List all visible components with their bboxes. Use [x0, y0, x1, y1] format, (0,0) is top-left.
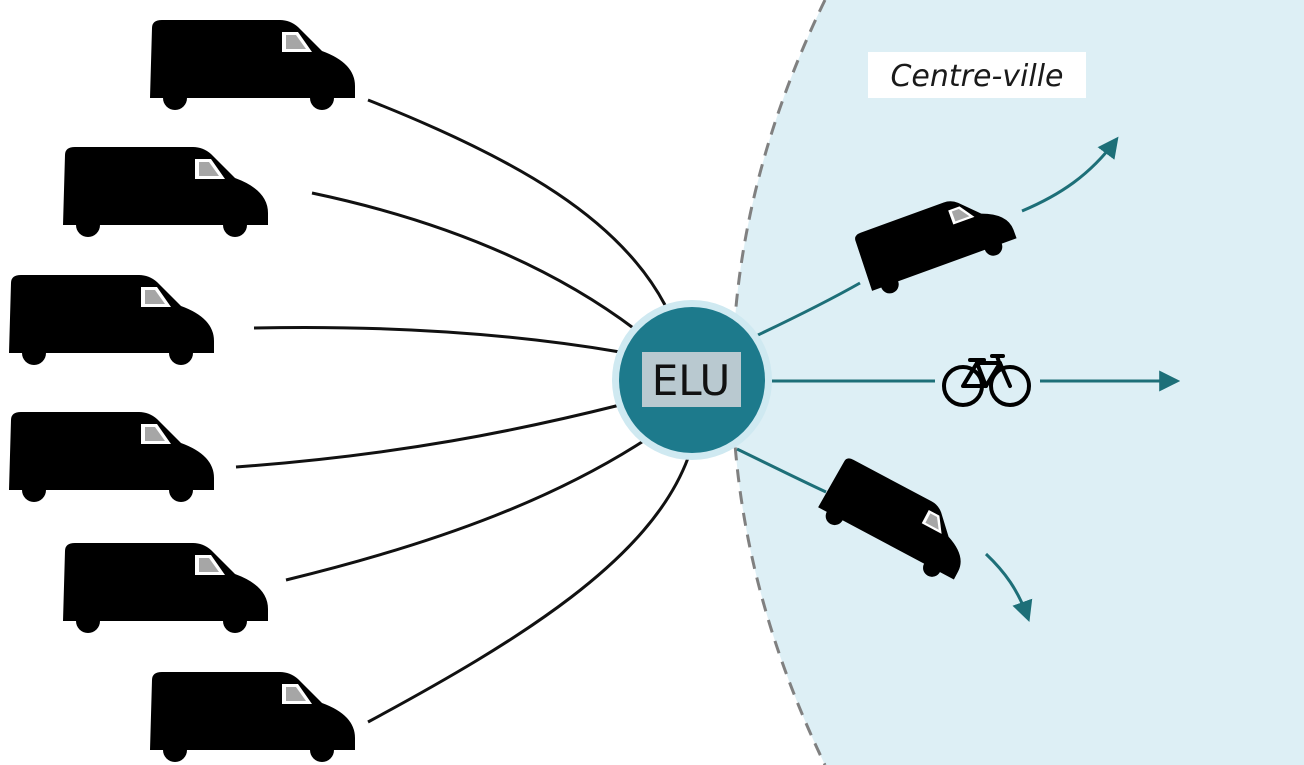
van-icon: [9, 412, 214, 502]
outbound-arrow-upper: [1021, 136, 1119, 213]
van-icon: [9, 275, 214, 365]
zone-label: Centre-ville: [890, 59, 1063, 94]
bicycle-icon: [942, 354, 1031, 407]
inbound-line-3: [253, 325, 621, 354]
inbound-line-6: [367, 457, 690, 724]
inbound-lines: [235, 98, 690, 724]
van-icon: [150, 672, 355, 762]
outbound-arrow-lower: [984, 552, 1033, 622]
van-icon: [150, 20, 355, 110]
zone-boundary: [731, 0, 827, 765]
van-icon: [63, 147, 268, 237]
inbound-line-2: [311, 191, 637, 332]
inbound-line-4: [235, 403, 621, 469]
outbound-line-lower: [736, 447, 827, 494]
centre-ville-zone: [732, 0, 1304, 765]
inbound-line-5: [285, 438, 646, 582]
outbound-lines: [736, 136, 1181, 622]
outbound-line-upper: [757, 281, 861, 337]
zone-label-background: [868, 52, 1086, 98]
hub-label-background: [642, 352, 741, 407]
hub-label: ELU: [652, 356, 731, 405]
van-icon: [63, 543, 268, 633]
inbound-line-1: [367, 98, 667, 306]
